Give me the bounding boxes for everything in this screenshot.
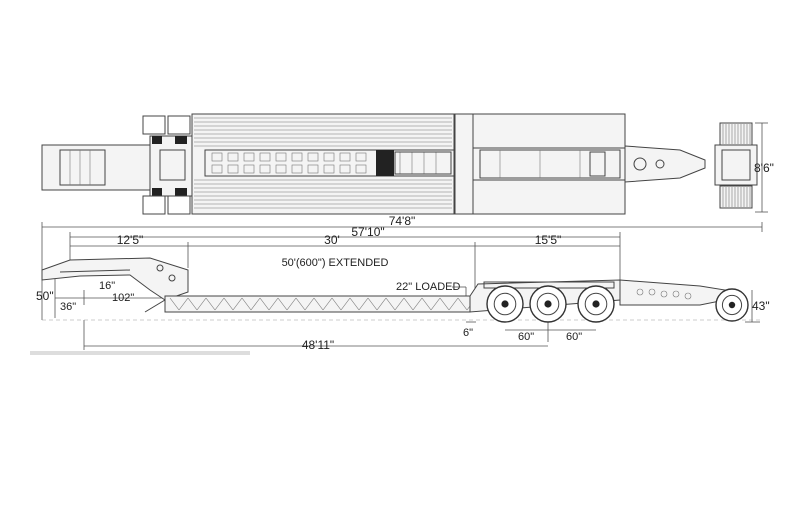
width-dimension: 8'6" [754, 122, 774, 213]
deck-length-label: 30' [324, 233, 340, 247]
gooseneck-length-label: 12'5" [117, 233, 144, 247]
dolly-tongue-top [624, 145, 706, 183]
swing-clearance-label: 102" [112, 292, 134, 304]
wheelbase-label: 48'11" [302, 338, 334, 352]
wheel-icon [529, 285, 567, 323]
main-deck-top [191, 113, 455, 215]
trailer-side-view [41, 257, 749, 323]
neck-block-top [149, 135, 193, 197]
loaded-height-label: 22" LOADED [396, 281, 460, 293]
axle-spacing-2-label: 60" [566, 331, 582, 343]
trailer-length-label: 57'10" [351, 225, 384, 239]
dolly-height-label: 43" [752, 299, 770, 313]
wheel-icon [486, 285, 524, 323]
caption-fragment [30, 351, 250, 355]
overall-length-label: 74'8" [389, 214, 416, 228]
trailer-top-view [41, 113, 758, 215]
gooseneck-top [41, 144, 153, 191]
dolly-frame-side [619, 279, 726, 306]
wheel-icon [577, 285, 615, 323]
dimension-lines: 74'8" 57'10" 12'5" 30' 50'(600") EXTENDE… [36, 214, 770, 352]
gooseneck-clearance-label: 16" [99, 280, 115, 292]
kingpin-offset-label: 36" [60, 301, 76, 313]
gooseneck-height-label: 50" [36, 289, 54, 303]
deck-to-axle-label: 6" [463, 327, 473, 339]
rear-length-label: 15'5" [535, 233, 562, 247]
deck-extended-label: 50'(600") EXTENDED [282, 257, 389, 269]
dolly-top [714, 144, 758, 186]
overall-width-label: 8'6" [754, 161, 774, 175]
wheel-icon [715, 288, 749, 322]
axle-spacing-1-label: 60" [518, 331, 534, 343]
